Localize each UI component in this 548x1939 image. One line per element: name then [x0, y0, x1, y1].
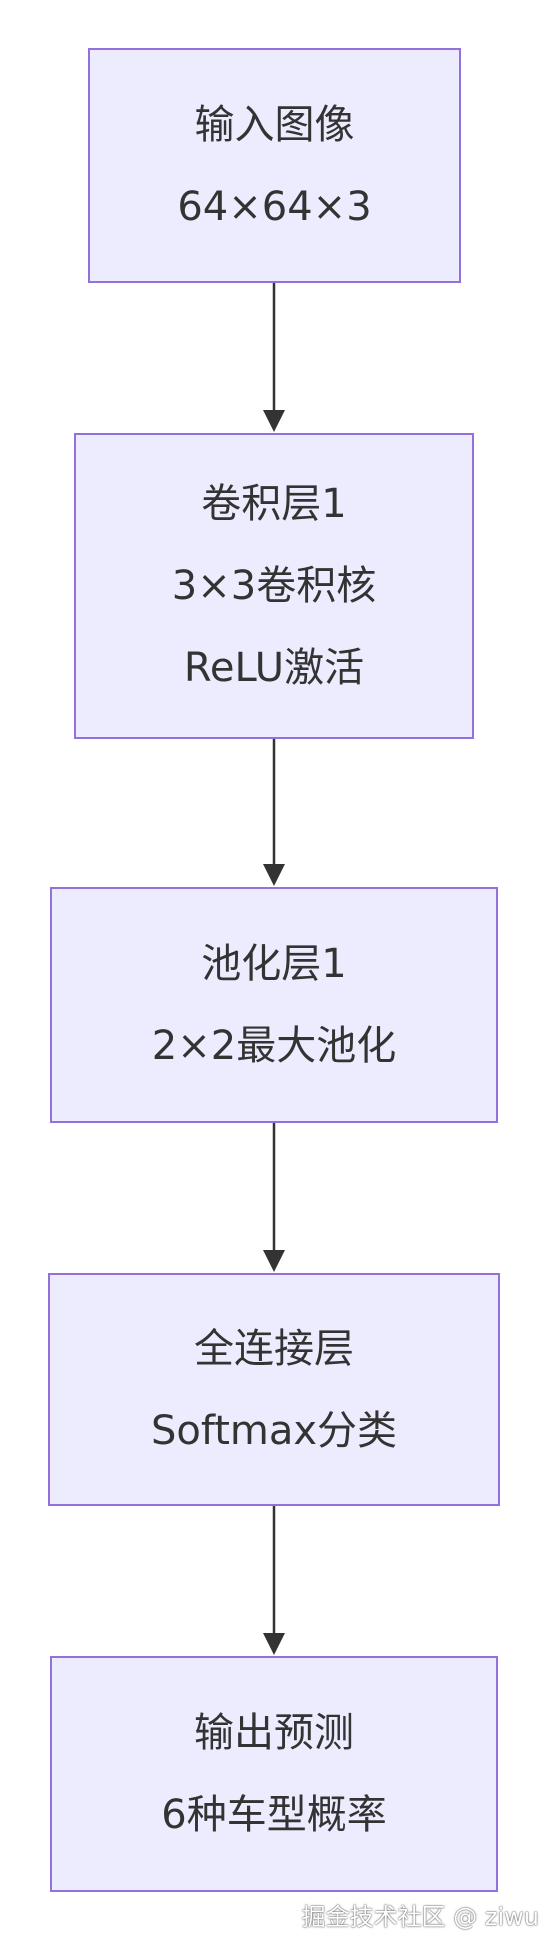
node-conv-layer: 卷积层1 3×3卷积核 ReLU激活: [74, 433, 474, 739]
node-output-detail: 6种车型概率: [161, 1792, 387, 1838]
node-pool-layer-title: 池化层1: [201, 941, 347, 987]
watermark: 掘金技术社区 @ ziwu: [301, 1903, 539, 1931]
node-output-title: 输出预测: [194, 1710, 354, 1756]
arrow-fc-to-output: [263, 1506, 285, 1655]
node-input-image-title: 输入图像: [194, 101, 355, 148]
arrow-input-to-conv: [263, 283, 285, 432]
node-pool-layer: 池化层1 2×2最大池化: [50, 887, 498, 1123]
arrow-conv-to-pool: [263, 739, 285, 886]
arrow-pool-to-fc: [263, 1123, 285, 1272]
node-pool-layer-detail: 2×2最大池化: [151, 1023, 397, 1069]
node-conv-layer-kernel: 3×3卷积核: [171, 563, 377, 609]
node-input-image-detail: 64×64×3: [177, 183, 372, 230]
node-fc-layer-detail: Softmax分类: [150, 1407, 398, 1454]
node-fc-layer: 全连接层 Softmax分类: [48, 1273, 500, 1506]
node-fc-layer-title: 全连接层: [194, 1325, 354, 1372]
node-output: 输出预测 6种车型概率: [50, 1656, 498, 1892]
node-conv-layer-title: 卷积层1: [201, 481, 347, 527]
node-input-image: 输入图像 64×64×3: [88, 48, 461, 283]
node-conv-layer-activation: ReLU激活: [183, 645, 365, 691]
